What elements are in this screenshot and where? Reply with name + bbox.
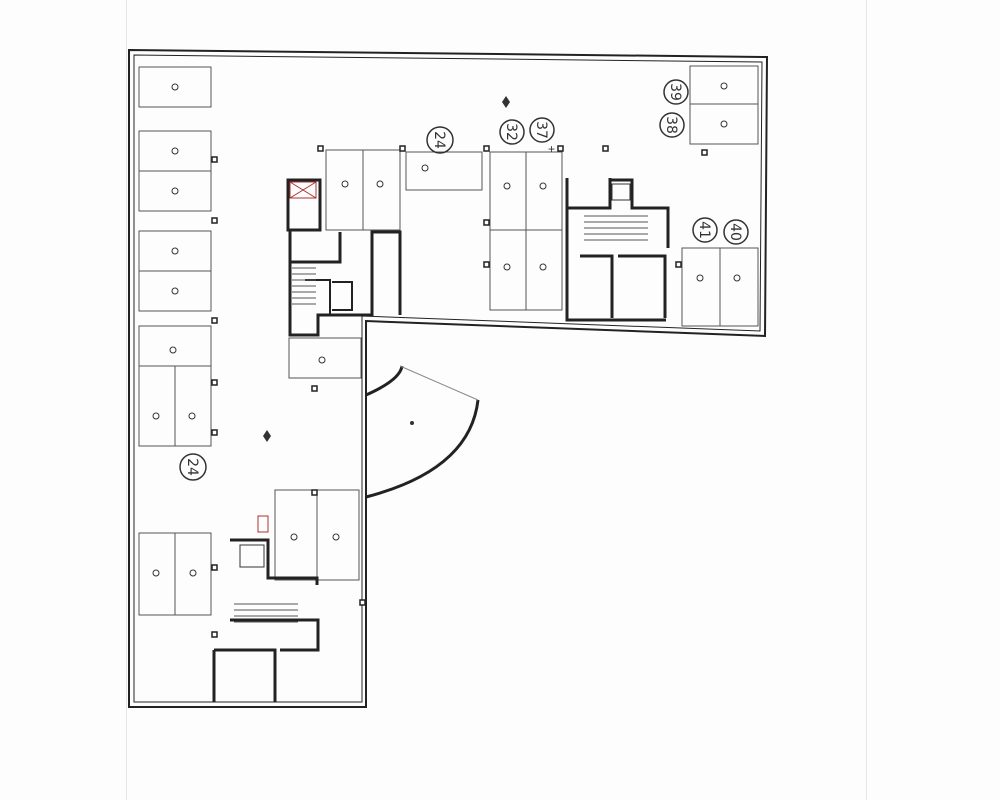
handwritten-label: 24 [431, 131, 447, 149]
central-stair [289, 181, 317, 305]
parking-bay [174, 365, 212, 447]
parking-bay [138, 66, 212, 108]
parking-bay [174, 532, 212, 616]
right-core [565, 178, 670, 322]
bay-markers [152, 82, 741, 577]
parking-bay [316, 489, 360, 581]
handwritten-label: 40 [727, 223, 743, 241]
handwritten-label: 39 [667, 83, 683, 101]
svg-text:+: + [548, 142, 555, 156]
sheet-edge-right [866, 0, 867, 800]
handwritten-label: 41 [696, 221, 712, 239]
parking-bay [138, 270, 212, 312]
handwritten-label: 38 [663, 116, 679, 134]
right-stair [584, 183, 648, 241]
parking-bays [138, 65, 759, 616]
bottom-core [212, 538, 320, 702]
ramp [365, 365, 480, 499]
parking-bay [362, 149, 401, 231]
handwritten-label: 37 [533, 121, 549, 139]
columns [211, 145, 708, 638]
bottom-stair [234, 515, 298, 623]
parking-bay [138, 170, 212, 212]
symbols: + [263, 96, 555, 442]
central-core [286, 178, 402, 337]
handwritten-label: 32 [503, 123, 519, 141]
sheet-edge-left [126, 0, 127, 800]
parking-bay [288, 337, 362, 379]
parking-bay [689, 103, 759, 145]
parking-bay [525, 229, 563, 311]
parking-bay [719, 247, 759, 327]
handwritten-label: 24 [184, 458, 200, 476]
